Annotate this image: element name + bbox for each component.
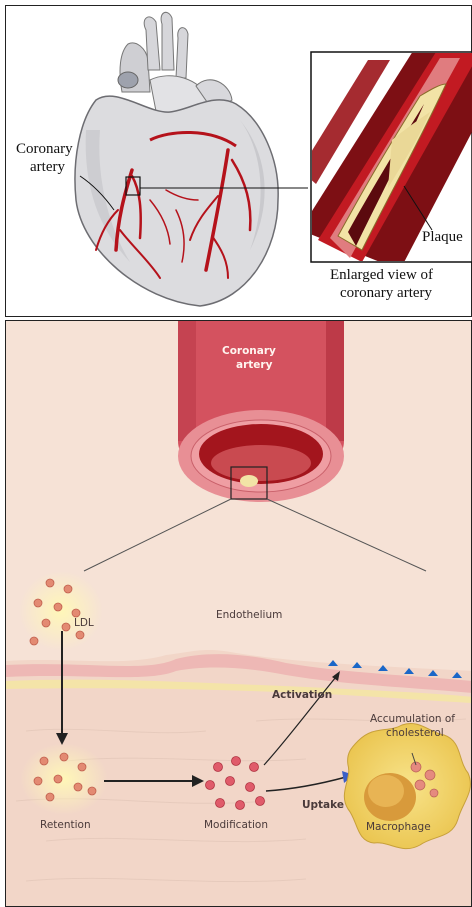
ldl-label: LDL	[74, 617, 94, 630]
retained-ldl	[20, 743, 108, 815]
endothelium-label: Endothelium	[216, 609, 282, 622]
enlarged-view-label-line2: coronary artery	[340, 284, 432, 302]
enlarged-view-label-line1: Enlarged view of	[330, 266, 433, 284]
retention-label: Retention	[40, 819, 91, 832]
coronary-artery-label-line1: Coronary	[16, 140, 73, 158]
accumulation-label-line2: cholesterol	[386, 727, 444, 740]
plaque-label: Plaque	[422, 228, 463, 246]
uptake-label: Uptake	[302, 799, 344, 812]
coronary-artery-label-line2: artery	[30, 158, 65, 176]
atherosclerosis-panel: Coronary artery LDL Endothelium Activati…	[5, 320, 472, 907]
heart-illustration	[75, 12, 278, 306]
modification-label: Modification	[204, 819, 268, 832]
vessel-label-line2: artery	[236, 359, 272, 372]
accumulation-label-line1: Accumulation of	[370, 713, 455, 726]
macrophage-label: Macrophage	[366, 821, 431, 834]
vessel-label-line1: Coronary	[222, 345, 276, 358]
activation-label: Activation	[272, 689, 332, 702]
